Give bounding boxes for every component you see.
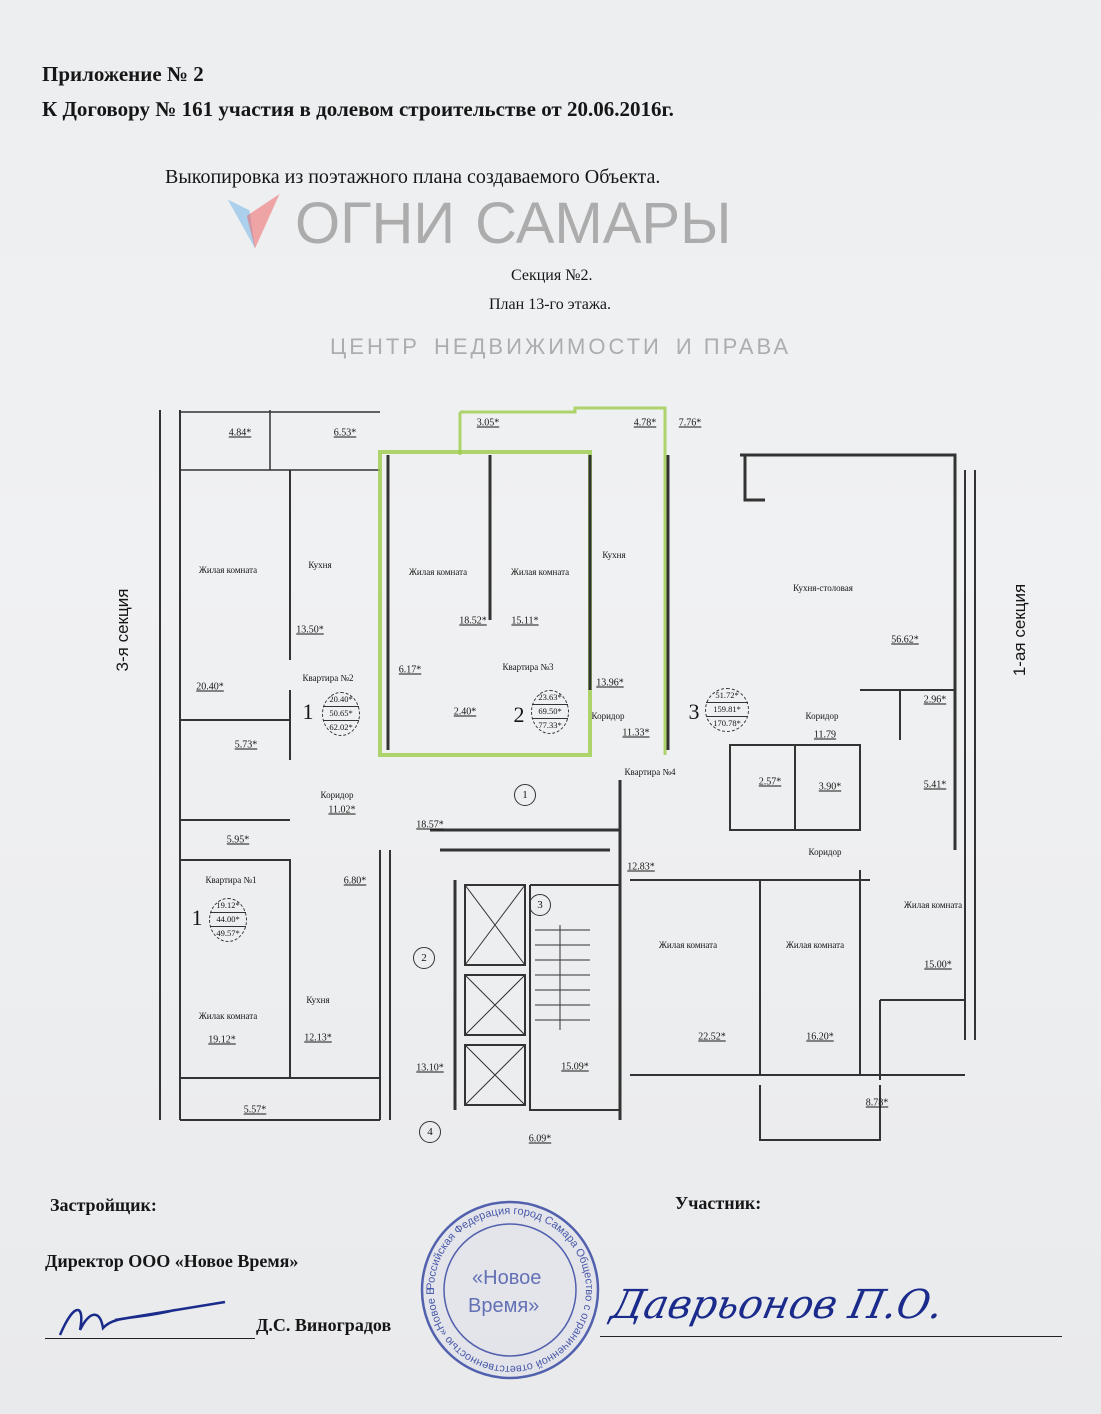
room-name: Жилая комната: [903, 900, 963, 910]
director-title: Директор ООО «Новое Время»: [45, 1251, 299, 1271]
apartment-label: Квартира №4: [624, 767, 676, 777]
apartment-number: 1: [191, 905, 203, 930]
node-marker: 3: [529, 894, 551, 916]
svg-text:Время»: Время»: [468, 1295, 539, 1317]
area-label: 13.10*: [416, 1062, 444, 1074]
area-label: 6.09*: [528, 1133, 552, 1145]
room-name: Кухня: [308, 560, 332, 570]
area-label: 12.83*: [627, 861, 655, 873]
section-title: Секция №2.: [511, 267, 593, 284]
contract-reference: К Договору № 161 участия в долевом строи…: [42, 97, 674, 121]
area-label: 6.80*: [343, 875, 367, 887]
watermark-logo-icon: [227, 194, 280, 249]
area-label: 56.62*: [891, 634, 919, 646]
apartment-summary: 23.63*69.50*77.33*: [531, 690, 569, 734]
room-name: Кухня: [602, 550, 626, 560]
node-marker: 4: [419, 1121, 441, 1143]
area-label: 16.20*: [806, 1031, 834, 1043]
room-name: Коридор: [320, 790, 354, 800]
director-name: Д.С. Виноградов: [256, 1315, 392, 1335]
room-name: Жилая комната: [510, 567, 570, 577]
side-label-right: 1-ая секция: [1010, 583, 1029, 677]
apartment-label: Квартира №2: [302, 673, 354, 683]
developer-label: Застройщик:: [50, 1195, 157, 1215]
area-label: 3.90*: [818, 781, 842, 793]
node-marker: 1: [514, 784, 536, 806]
area-label: 5.41*: [923, 779, 947, 791]
area-label: 19.12*: [208, 1034, 236, 1046]
area-label: 6.53*: [333, 427, 357, 439]
participant-signature-line: [600, 1336, 1062, 1337]
side-label-left: 3-я секция: [113, 588, 132, 672]
area-label: 15.09*: [561, 1061, 589, 1073]
node-marker: 2: [413, 947, 435, 969]
area-label: 18.52*: [459, 615, 487, 627]
apartment-number: 2: [513, 702, 525, 727]
apartment-label: Квартира №1: [205, 875, 257, 885]
area-label: 11.79: [813, 729, 837, 741]
room-name: Коридор: [591, 711, 625, 721]
area-label: 8.78*: [865, 1097, 889, 1109]
developer-signature-line: [45, 1338, 255, 1339]
company-stamp: Российская Федерация город Самара Общест…: [420, 1200, 600, 1380]
apartment-label: Квартира №3: [502, 662, 554, 672]
area-label: 11.33*: [622, 727, 650, 739]
room-name: Коридор: [808, 847, 842, 857]
area-label: 3.05*: [476, 417, 500, 429]
area-label: 5.95*: [226, 834, 250, 846]
floor-title: План 13-го этажа.: [489, 296, 612, 313]
area-label: 13.50*: [296, 624, 324, 636]
participant-signature: Даврьонов П.О.: [607, 1282, 948, 1328]
area-label: 4.84*: [228, 427, 252, 439]
area-label: 15.11*: [511, 615, 539, 627]
svg-text:«Новое: «Новое: [472, 1267, 541, 1289]
room-name: Коридор: [805, 711, 839, 721]
room-name: Жилак комната: [198, 1011, 258, 1021]
area-label: 6.17*: [398, 664, 422, 676]
area-label: 2.96*: [923, 694, 947, 706]
area-label: 2.40*: [453, 706, 477, 718]
area-label: 22.52*: [698, 1031, 726, 1043]
area-label: 12.13*: [304, 1032, 332, 1044]
room-name: Жилая комната: [408, 567, 468, 577]
area-label: 18.57*: [416, 819, 444, 831]
area-label: 2.57*: [758, 776, 782, 788]
developer-signature: [58, 1300, 226, 1336]
document-subtitle: Выкопировка из поэтажного плана создавае…: [165, 166, 661, 188]
room-name: Жилая комната: [785, 940, 845, 950]
area-label: 5.73*: [234, 739, 258, 751]
apartment-number: 3: [688, 699, 700, 724]
area-label: 15.00*: [924, 959, 952, 971]
apartment-summary: 51.72*159.81*170.78*: [705, 688, 749, 732]
apartment-summary: 20.40*50.65*62.02*: [322, 692, 360, 736]
area-label: 20.40*: [196, 681, 224, 693]
apartment-number: 1: [302, 699, 314, 724]
area-label: 5.57*: [243, 1104, 267, 1116]
area-label: 13.96*: [596, 677, 624, 689]
participant-label: Участник:: [675, 1193, 762, 1213]
room-name: Жилая комната: [658, 940, 718, 950]
room-name: Кухня: [306, 995, 330, 1005]
apartment-summary: 19.12*44.00*49.57*: [209, 898, 247, 942]
area-label: 7.76*: [678, 417, 702, 429]
room-name: Кухня-столовая: [793, 583, 853, 593]
area-label: 4.78*: [633, 417, 657, 429]
area-label: 11.02*: [328, 804, 356, 816]
room-name: Жилая комната: [198, 565, 258, 575]
appendix-title: Приложение № 2: [42, 62, 204, 86]
